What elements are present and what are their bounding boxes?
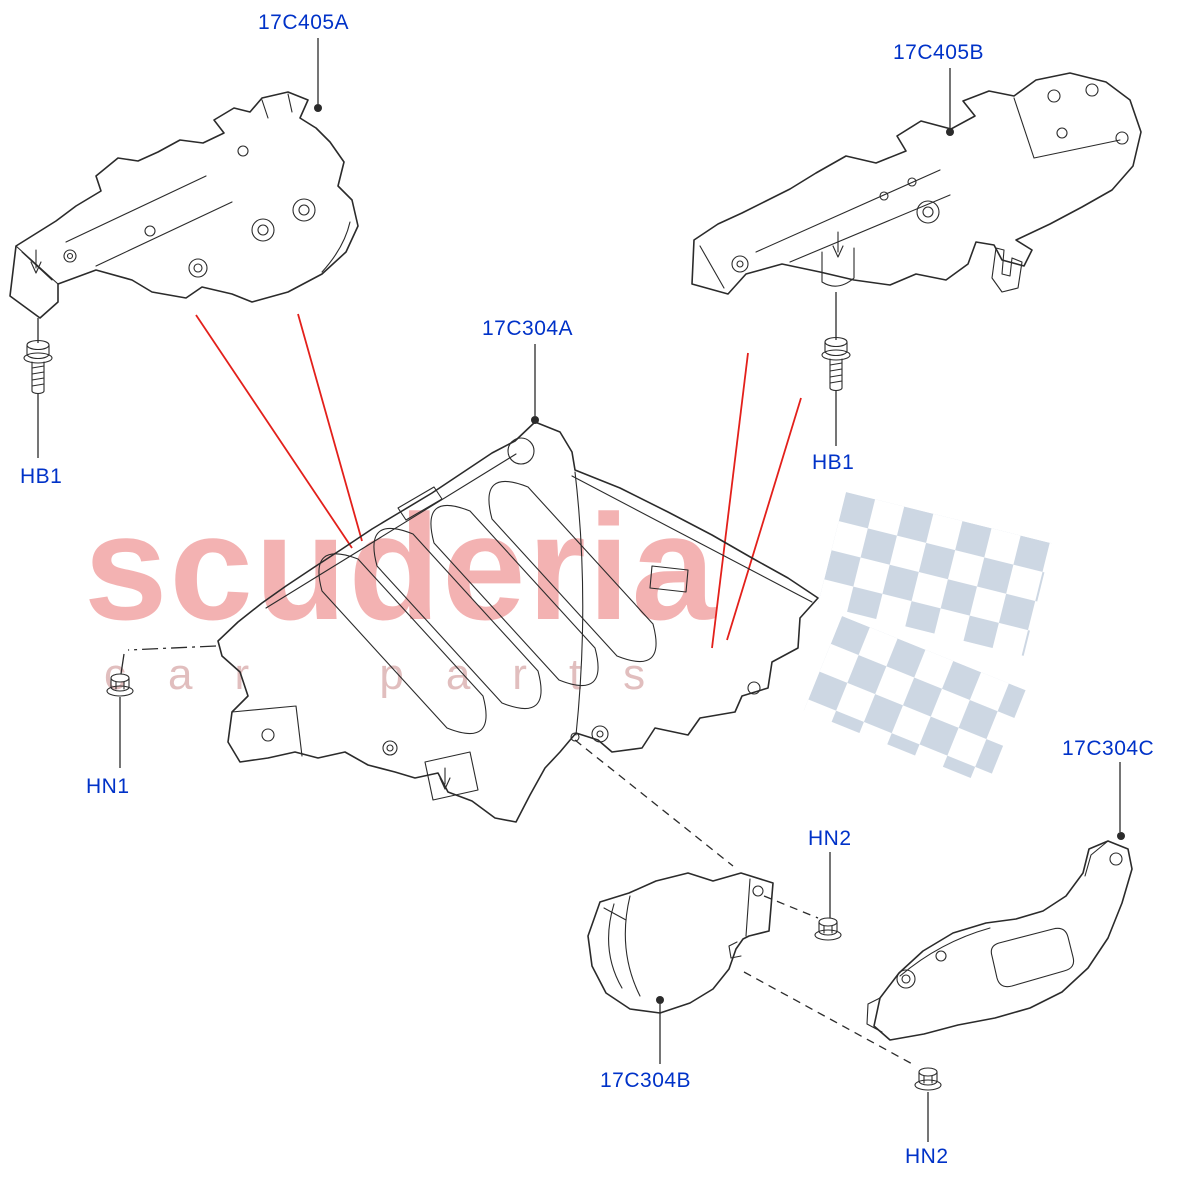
part-label-17C304A[interactable]: 17C304A — [482, 317, 574, 340]
nut-hn2-bottom — [914, 1067, 942, 1091]
fastener-label-hn2-bottom[interactable]: HN2 — [905, 1145, 949, 1168]
part-17C304B — [587, 872, 774, 1014]
insert-arrow-icon — [439, 767, 451, 790]
watermark-subtitle: car parts — [104, 650, 688, 699]
fastener-label-hn2-mid[interactable]: HN2 — [808, 827, 852, 850]
part-label-17C304B[interactable]: 17C304B — [600, 1069, 692, 1092]
nut-hn2-mid — [814, 917, 842, 941]
nut-hn1 — [106, 673, 134, 697]
watermark-brand: scuderia — [84, 483, 717, 651]
fastener-label-hb1-right[interactable]: HB1 — [812, 451, 855, 474]
insert-arrow-icon — [832, 231, 844, 258]
checkered-flag — [803, 492, 1052, 785]
part-label-17C405B[interactable]: 17C405B — [893, 41, 985, 64]
leader-lines — [37, 38, 1125, 1142]
part-17C405A — [9, 91, 359, 319]
part-17C304A — [217, 421, 819, 823]
insert-arrow-icon — [30, 249, 42, 274]
bolt-hb1-right — [821, 336, 851, 392]
part-17C304C — [866, 840, 1133, 1041]
fastener-label-hb1-left[interactable]: HB1 — [20, 465, 63, 488]
part-17C405B — [691, 72, 1142, 295]
assembly-axis-lines — [574, 739, 917, 1067]
fastener-label-hn1[interactable]: HN1 — [86, 775, 130, 798]
part-label-17C304C[interactable]: 17C304C — [1062, 737, 1155, 760]
red-callout-lines — [195, 313, 802, 649]
part-label-17C405A[interactable]: 17C405A — [258, 11, 350, 34]
bolt-hb1-left — [23, 339, 53, 395]
